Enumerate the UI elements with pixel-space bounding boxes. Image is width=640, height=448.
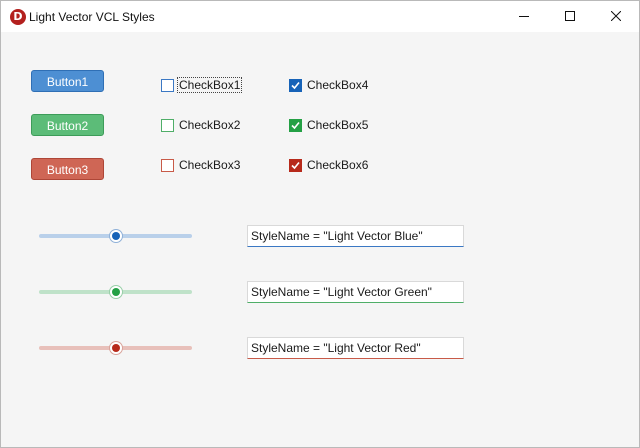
maximize-icon	[565, 11, 575, 21]
checkmark-icon	[291, 81, 300, 90]
checkbox3-box[interactable]	[161, 159, 174, 172]
button2[interactable]: Button2	[31, 114, 104, 136]
checkbox6-label: CheckBox6	[307, 158, 369, 172]
maximize-button[interactable]	[547, 1, 593, 32]
checkbox3-label: CheckBox3	[179, 158, 241, 172]
checkbox6-box[interactable]	[289, 159, 302, 172]
delphi-app-icon[interactable]: D	[10, 9, 26, 25]
checkbox4-box[interactable]	[289, 79, 302, 92]
trackbar-thumb[interactable]	[108, 341, 123, 355]
close-icon	[611, 11, 621, 21]
checkbox5-label: CheckBox5	[307, 118, 369, 132]
checkbox4-label: CheckBox4	[307, 78, 369, 92]
checkmark-icon	[291, 161, 300, 170]
checkbox5-box[interactable]	[289, 119, 302, 132]
close-button[interactable]	[593, 1, 639, 32]
button3[interactable]: Button3	[31, 158, 104, 180]
minimize-button[interactable]	[501, 1, 547, 32]
stylename-edit-green[interactable]: StyleName = "Light Vector Green"	[247, 281, 464, 303]
stylename-edit-blue[interactable]: StyleName = "Light Vector Blue"	[247, 225, 464, 247]
title-bar[interactable]: D Light Vector VCL Styles	[1, 1, 639, 32]
checkbox1-box[interactable]	[161, 79, 174, 92]
stylename-edit-red[interactable]: StyleName = "Light Vector Red"	[247, 337, 464, 359]
minimize-icon	[519, 16, 529, 17]
checkbox2-label: CheckBox2	[179, 118, 241, 132]
trackbar-red[interactable]	[39, 341, 192, 355]
checkmark-icon	[291, 121, 300, 130]
checkbox1-label: CheckBox1	[176, 77, 243, 93]
checkbox2-box[interactable]	[161, 119, 174, 132]
trackbar-thumb[interactable]	[108, 285, 123, 299]
window-title: Light Vector VCL Styles	[29, 10, 155, 24]
trackbar-blue[interactable]	[39, 229, 192, 243]
trackbar-thumb[interactable]	[108, 229, 123, 243]
trackbar-green[interactable]	[39, 285, 192, 299]
button1[interactable]: Button1	[31, 70, 104, 92]
